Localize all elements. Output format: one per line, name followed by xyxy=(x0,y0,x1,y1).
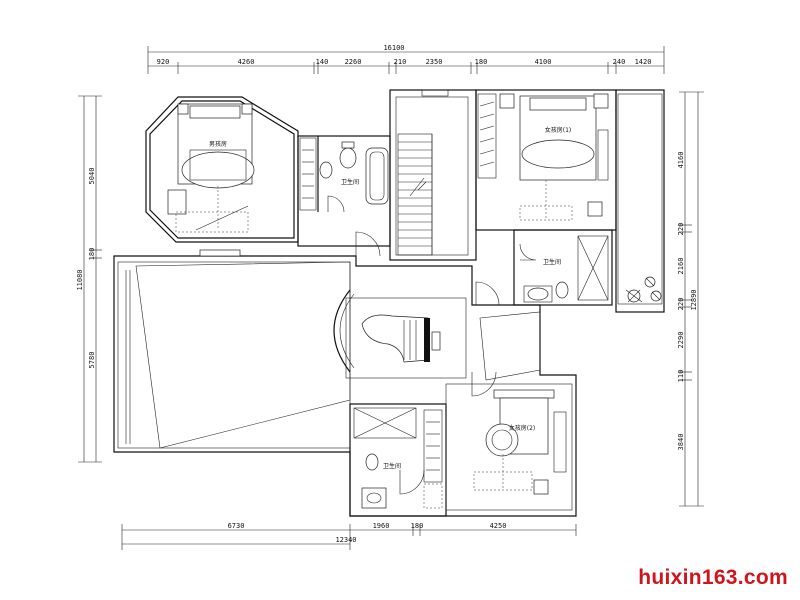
staircase xyxy=(397,89,449,256)
dim-right-2: 2160 xyxy=(677,258,685,275)
bath-2-fixtures xyxy=(523,235,609,303)
dim-right-0: 4160 xyxy=(677,152,685,169)
dim-right-6: 3840 xyxy=(677,434,685,451)
dim-bottom-0: 6730 xyxy=(228,522,245,530)
label-master-bedroom: 男孩房 xyxy=(209,140,227,148)
label-bathroom-2: 卫生间 xyxy=(543,258,561,266)
label-bathroom-1: 卫生间 xyxy=(341,178,359,186)
dim-right-total: 12890 xyxy=(690,289,698,310)
bath-3-fixtures xyxy=(353,407,443,509)
label-girl-room-1: 女孩房(1) xyxy=(545,126,572,134)
girl-room-2-furniture xyxy=(473,389,567,495)
watermark: huixin163.com xyxy=(638,566,788,589)
piano-alcove xyxy=(333,289,467,379)
bath-1-fixtures xyxy=(299,137,389,211)
dim-left-1: 180 xyxy=(88,248,96,261)
dim-bottom-total: 12340 xyxy=(335,536,356,544)
dim-top-9: 1420 xyxy=(635,58,652,66)
doors xyxy=(327,195,537,495)
plant-icon xyxy=(625,276,662,303)
dimension-labels: 16100 920 4260 140 2260 210 2350 180 410… xyxy=(76,44,698,544)
dim-right-4: 2290 xyxy=(677,332,685,349)
dim-top-2: 140 xyxy=(316,58,329,66)
dim-bottom-1: 1960 xyxy=(373,522,390,530)
label-bathroom-3: 卫生间 xyxy=(383,462,401,470)
dim-top-7: 4100 xyxy=(535,58,552,66)
grand-piano-icon xyxy=(361,314,441,363)
label-girl-room-2: 女孩房(2) xyxy=(509,424,536,432)
dim-top-4: 210 xyxy=(394,58,407,66)
dim-top-8: 240 xyxy=(613,58,626,66)
dim-bottom-3: 4250 xyxy=(490,522,507,530)
master-bedroom-furniture xyxy=(167,103,255,257)
dim-left-total: 11080 xyxy=(76,269,84,290)
dim-top-6: 180 xyxy=(475,58,488,66)
dimension-lines xyxy=(78,46,704,550)
girl-room-1-furniture xyxy=(477,93,663,305)
dim-top-1: 4260 xyxy=(238,58,255,66)
dim-top-total: 16100 xyxy=(383,44,404,52)
dim-right-5: 110 xyxy=(677,370,685,383)
dim-top-0: 920 xyxy=(157,58,170,66)
dim-top-3: 2260 xyxy=(345,58,362,66)
hall-angled-walls xyxy=(125,261,541,449)
dim-right-1: 220 xyxy=(677,223,685,236)
dim-top-5: 2350 xyxy=(426,58,443,66)
dim-right-3: 220 xyxy=(677,298,685,311)
dim-left-2: 5780 xyxy=(88,352,96,369)
room-labels: 男孩房 卫生间 女孩房(1) 卫生间 卫生间 女孩房(2) xyxy=(209,126,571,470)
dim-bottom-2: 180 xyxy=(411,522,424,530)
dim-left-0: 5040 xyxy=(88,168,96,185)
